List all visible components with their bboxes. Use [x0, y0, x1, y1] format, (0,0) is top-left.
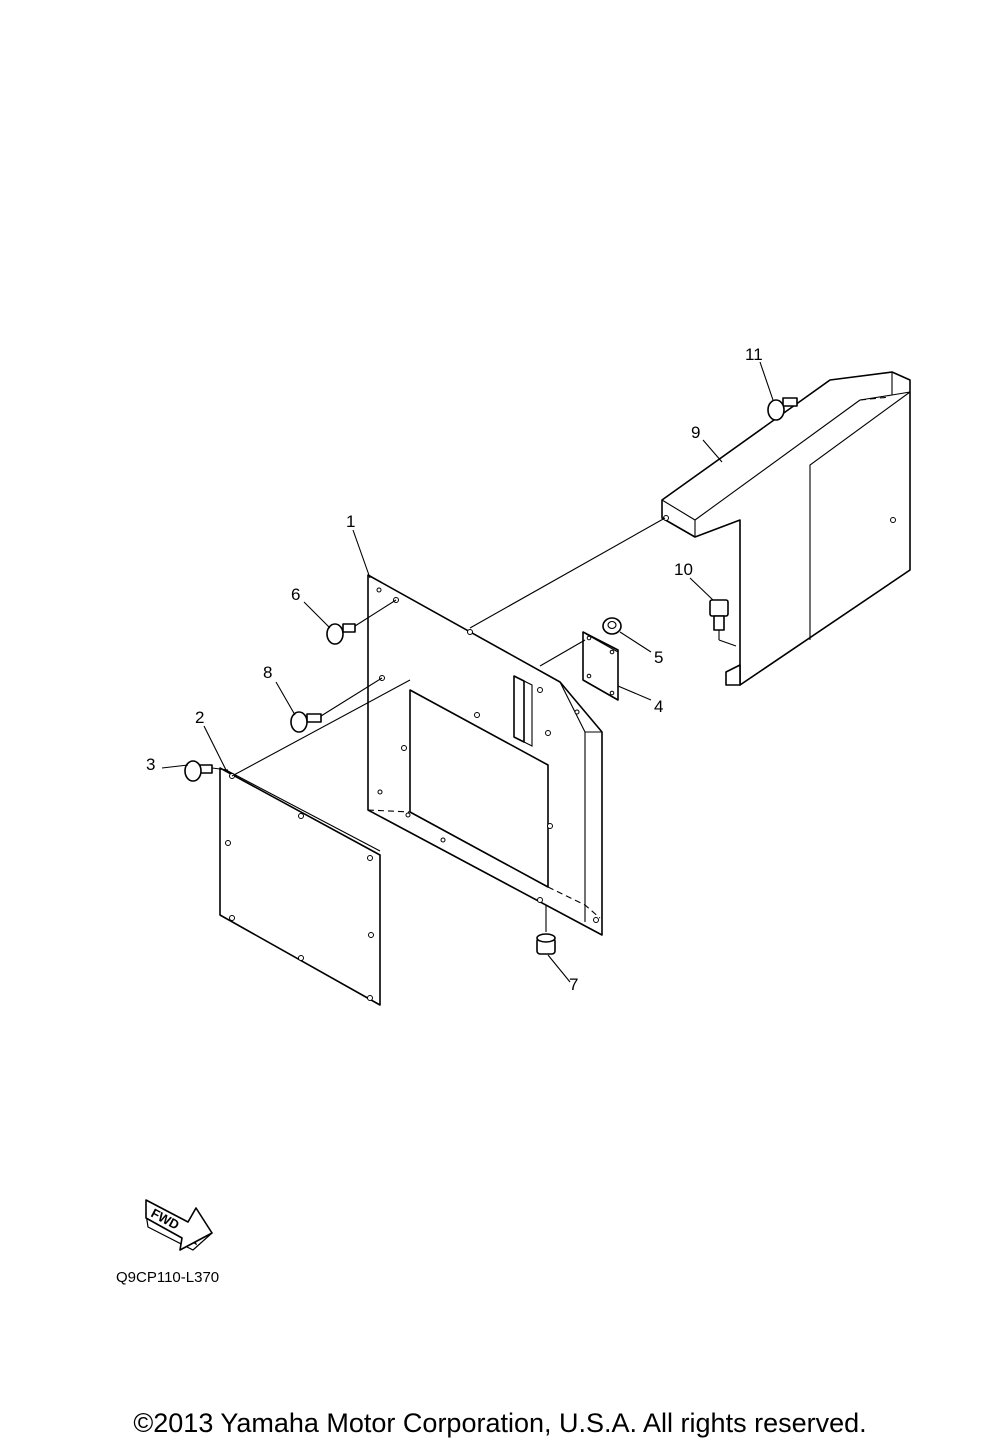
callout-7: 7	[569, 975, 578, 994]
callout-10: 10	[674, 560, 693, 579]
part-11-bolt	[767, 397, 798, 421]
callout-1: 1	[346, 512, 355, 531]
fwd-arrow-icon: FWD	[145, 1199, 214, 1251]
part-1-plate	[367, 574, 603, 936]
callout-8: 8	[263, 663, 272, 682]
part-5-nut	[602, 617, 622, 635]
callout-leaders	[161, 361, 774, 983]
callout-2: 2	[195, 708, 204, 727]
callout-6: 6	[291, 585, 300, 604]
part-6-bolt	[326, 623, 356, 645]
part-7-nut	[536, 933, 556, 955]
callout-4: 4	[654, 697, 663, 716]
diagram-code: Q9CP110-L370	[116, 1269, 219, 1286]
part-2-panel	[219, 767, 381, 1006]
callout-9: 9	[691, 423, 700, 442]
callout-11: 11	[745, 345, 763, 364]
callout-5: 5	[654, 648, 663, 667]
part-3-bolt	[184, 760, 213, 782]
part-8-bolt	[290, 711, 322, 733]
part-9-cover	[661, 371, 911, 686]
callout-3: 3	[146, 755, 155, 774]
part-4-small-plate	[582, 631, 619, 701]
copyright-notice: ©2013 Yamaha Motor Corporation, U.S.A. A…	[133, 1408, 867, 1438]
part-10-bolt	[709, 599, 729, 631]
